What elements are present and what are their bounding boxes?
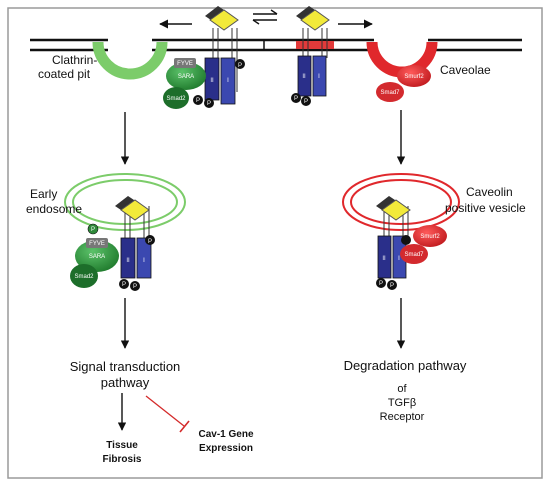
tissue-fibrosis-label-2: Fibrosis	[103, 454, 142, 465]
early-endosome-label-1: Early	[30, 187, 57, 201]
receptor-ii	[120, 237, 136, 279]
svg-text:P: P	[238, 63, 242, 69]
smad7-protein	[400, 244, 428, 264]
svg-text:Smad7: Smad7	[404, 252, 424, 258]
svg-text:P: P	[133, 284, 137, 290]
figure-frame	[7, 7, 543, 479]
phospho-site	[401, 235, 411, 245]
caveolin-vesicle-label-1: Caveolin	[466, 185, 513, 199]
svg-text:P: P	[390, 283, 394, 289]
tgfb-ligand	[381, 199, 411, 221]
svg-text:II: II	[126, 258, 130, 264]
phospho-lipid	[87, 223, 99, 235]
caveolae-label: Caveolae	[440, 63, 491, 77]
cav1-label-1: Cav-1 Gene	[198, 429, 253, 440]
svg-text:P: P	[379, 281, 383, 287]
receptor-i	[312, 55, 327, 97]
svg-text:Smurf2: Smurf2	[404, 74, 424, 80]
svg-text:P: P	[294, 96, 298, 102]
smad7-protein	[376, 82, 404, 102]
sara-protein	[166, 62, 206, 90]
svg-text:P: P	[148, 239, 152, 245]
svg-text:FYVE: FYVE	[89, 241, 105, 247]
smurf2-protein	[413, 225, 447, 247]
signal-pathway-label-1: Signal transduction	[70, 359, 181, 374]
svg-text:SARA: SARA	[89, 254, 105, 260]
smurf2-protein	[397, 65, 431, 87]
clathrin-pit-label-2: coated pit	[38, 67, 91, 81]
early-endosome-label-2: endosome	[26, 202, 82, 216]
early-endosome: II I P P P SARA FYVE P Smad2	[64, 173, 186, 291]
receptor-i	[220, 57, 236, 105]
receptor-ii-label: II	[210, 78, 214, 84]
cav1-label-2: Expression	[199, 443, 253, 454]
svg-text:P: P	[207, 101, 211, 107]
fyve-domain	[174, 58, 196, 68]
receptor-i-label: I	[227, 78, 229, 84]
tissue-fibrosis-label-1: Tissue	[106, 440, 138, 451]
tgfb-ligand	[209, 9, 239, 31]
equilibrium-arrows	[252, 9, 278, 25]
svg-text:Smad7: Smad7	[380, 90, 400, 96]
svg-text:Smurf2: Smurf2	[420, 234, 440, 240]
phospho-site	[301, 96, 311, 106]
phospho-site	[193, 95, 203, 105]
degradation-receptor-label: Receptor	[380, 411, 425, 423]
svg-text:P: P	[304, 99, 308, 105]
lipid-raft	[296, 41, 334, 49]
phospho-site	[291, 93, 301, 103]
fyve-domain	[86, 238, 108, 248]
svg-text:I: I	[318, 74, 320, 80]
receptor-complex-top-left: II I P P P SARA FYVE Smad2	[163, 6, 245, 109]
sara-protein	[75, 240, 119, 272]
phospho-site	[145, 235, 155, 245]
svg-text:P: P	[91, 227, 95, 233]
receptor-ii	[297, 55, 312, 97]
svg-text:II: II	[302, 74, 306, 80]
degradation-pathway-label: Degradation pathway	[344, 358, 467, 373]
inhibition-bar	[179, 420, 190, 433]
tgfb-ligand	[300, 9, 330, 31]
svg-text:I: I	[143, 258, 145, 264]
svg-text:P: P	[196, 98, 200, 104]
clathrin-pit-label-1: Clathrin-	[52, 53, 97, 67]
inhibition-line	[145, 395, 185, 427]
phospho-site	[387, 280, 397, 290]
svg-text:P: P	[122, 282, 126, 288]
caveolae-proteins: Smurf2 Smad7	[376, 65, 431, 102]
svg-text:SARA: SARA	[178, 74, 194, 80]
phospho-site	[119, 279, 129, 289]
svg-text:Smad2: Smad2	[74, 274, 94, 280]
receptor-ii	[377, 235, 392, 279]
degradation-tgfb-label: TGFβ	[388, 397, 416, 409]
phospho-site	[204, 98, 214, 108]
receptor-complex-top-right: II I P P	[291, 6, 330, 106]
tgfb-ligand	[120, 199, 150, 221]
phospho-site	[130, 281, 140, 291]
clathrin-coated-pit	[92, 41, 168, 80]
phospho-site	[235, 59, 245, 69]
svg-text:Smad2: Smad2	[166, 96, 186, 102]
receptor-i	[136, 237, 152, 279]
caveolin-vesicle-label-2: positive vesicle	[445, 201, 526, 215]
smad2-protein	[70, 264, 98, 288]
degradation-of-label: of	[397, 383, 407, 395]
signal-pathway-label-2: pathway	[101, 375, 150, 390]
smad2-protein	[163, 87, 189, 109]
svg-text:FYVE: FYVE	[177, 61, 193, 67]
svg-text:I: I	[398, 256, 400, 262]
caveolin-vesicle: II I P P Smurf2 Smad7	[342, 173, 460, 290]
svg-text:II: II	[382, 256, 386, 262]
phospho-site	[376, 278, 386, 288]
